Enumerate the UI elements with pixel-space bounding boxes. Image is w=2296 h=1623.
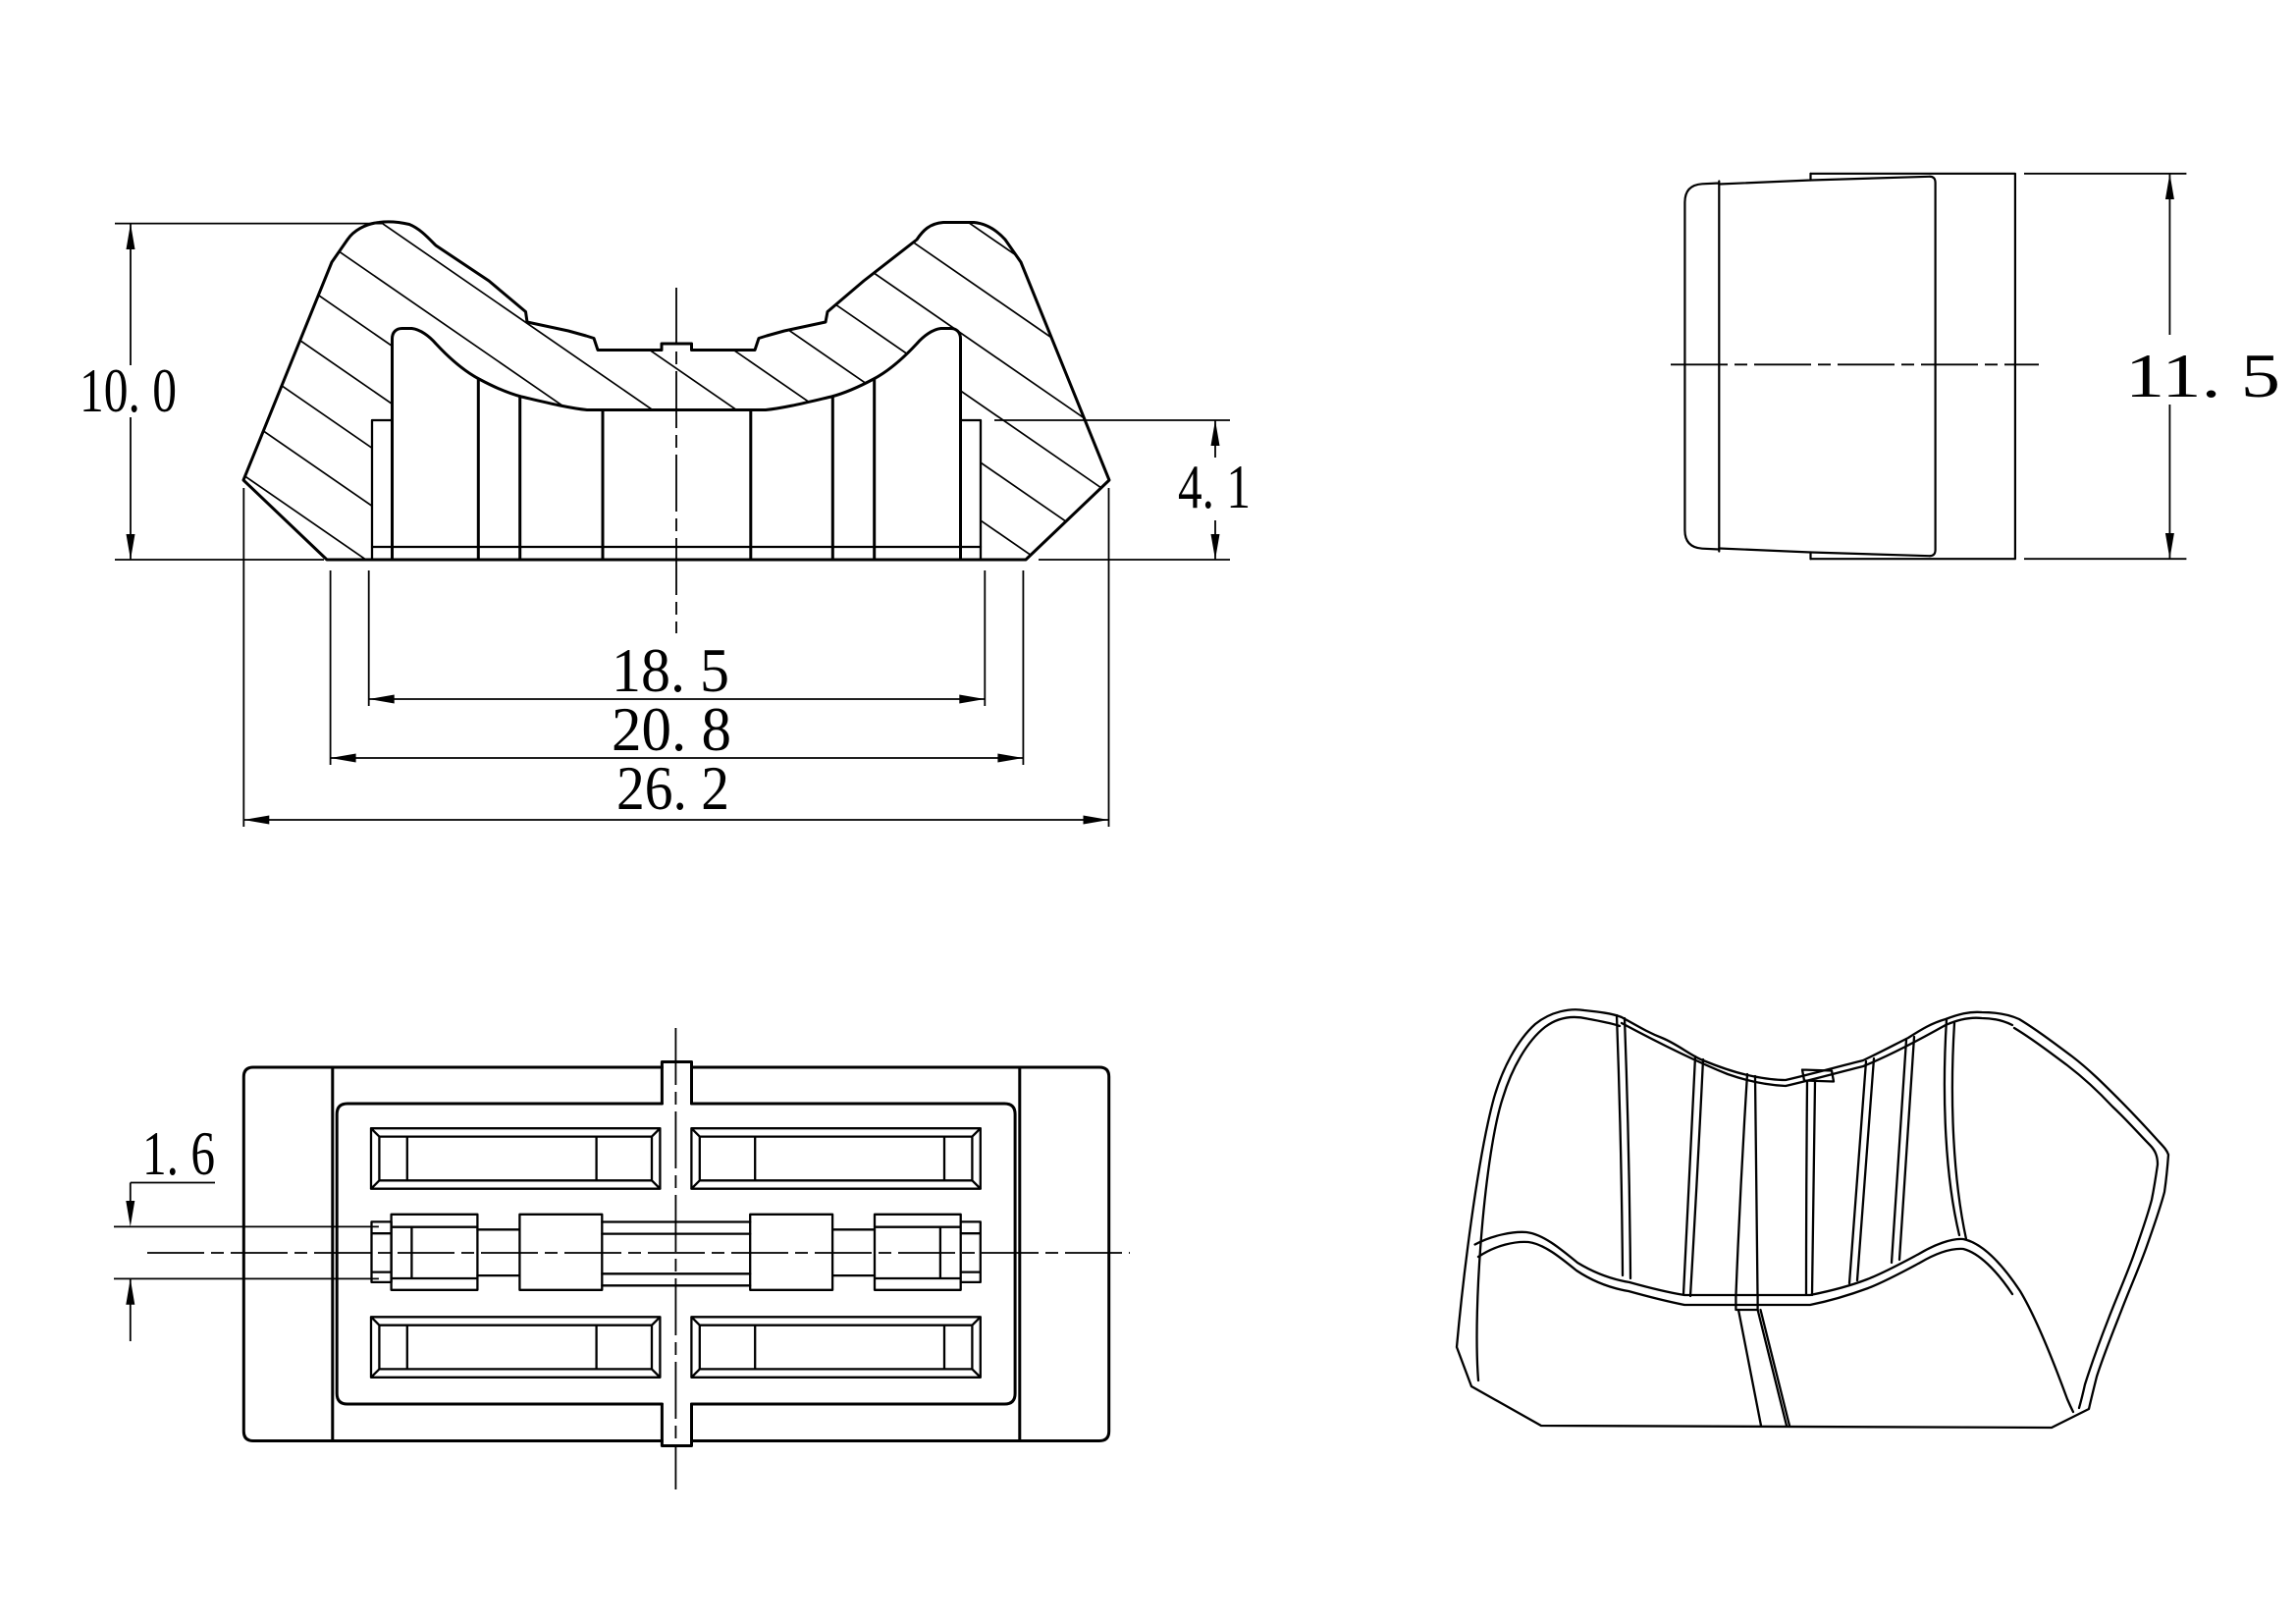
svg-text:4. 1: 4. 1 — [1178, 452, 1251, 521]
svg-text:1. 6: 1. 6 — [142, 1118, 215, 1188]
svg-text:18. 5: 18. 5 — [612, 635, 729, 705]
svg-text:20. 8: 20. 8 — [612, 694, 731, 764]
svg-text:26. 2: 26. 2 — [616, 753, 729, 823]
svg-text:10. 0: 10. 0 — [80, 355, 177, 425]
svg-text:11. 5: 11. 5 — [2125, 341, 2280, 410]
